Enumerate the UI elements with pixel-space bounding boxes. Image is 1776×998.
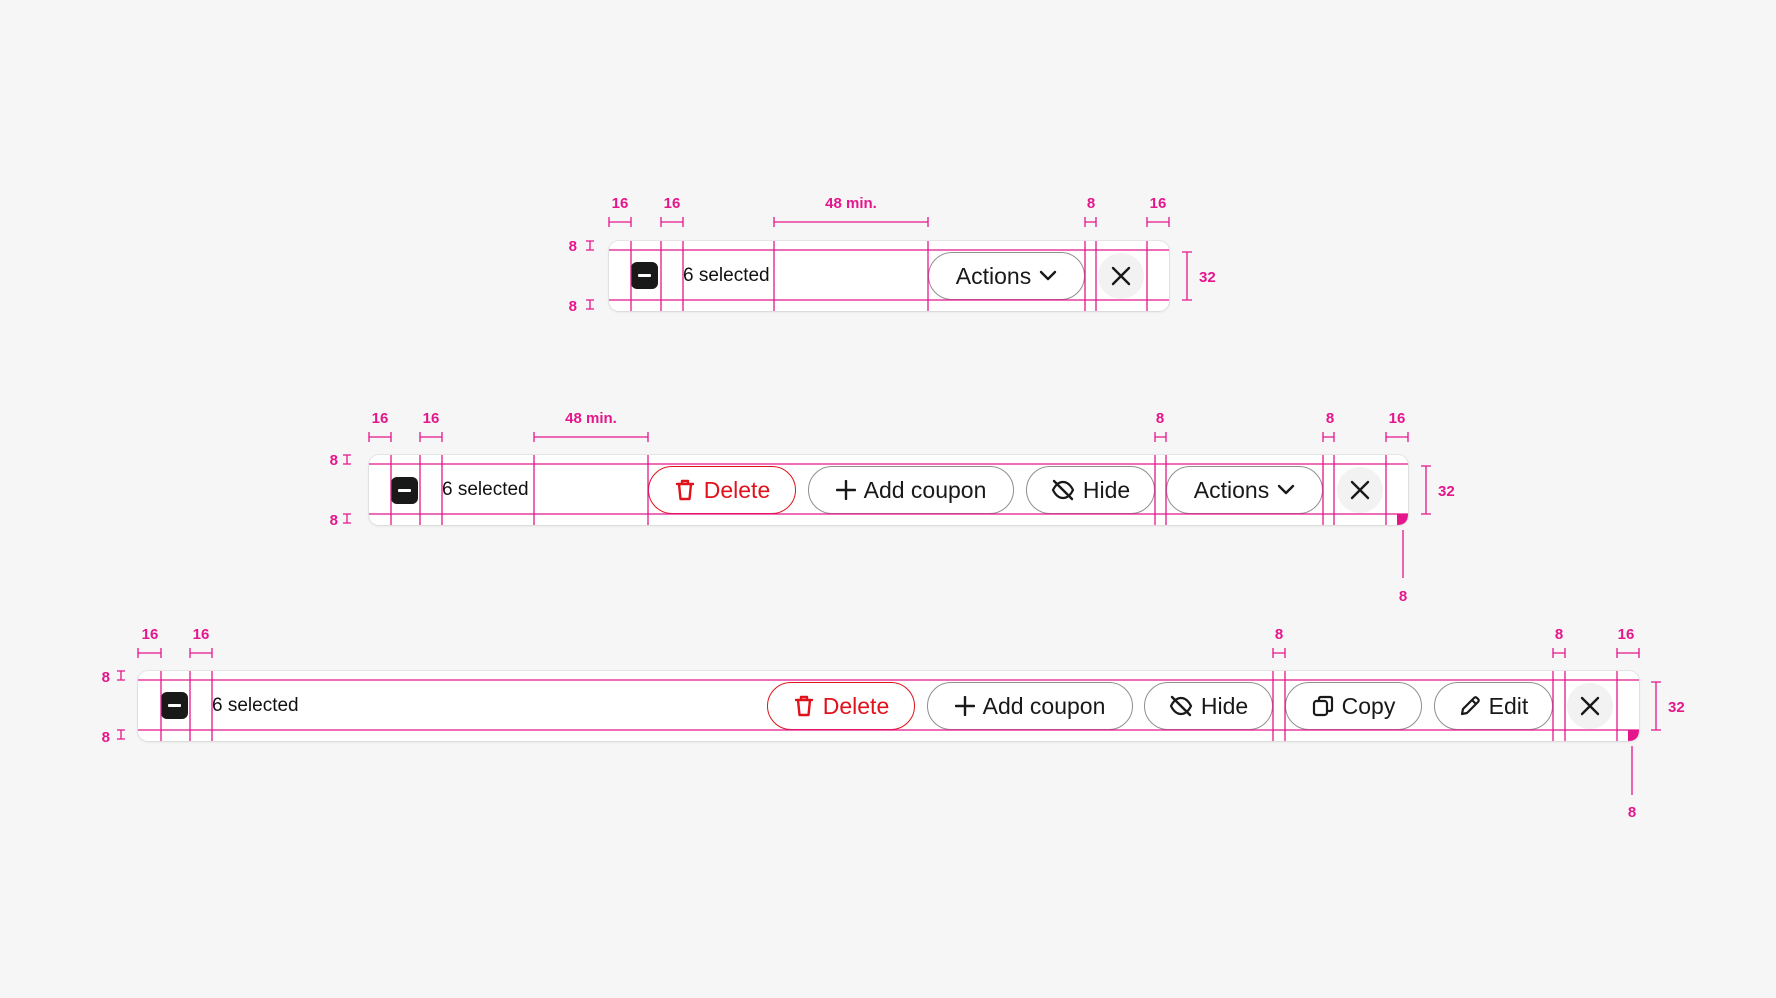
minus-checkbox-icon[interactable] — [161, 692, 188, 719]
dim-height: 32 — [1438, 483, 1455, 500]
dim-pad-bottom: 8 — [330, 512, 338, 529]
eye-off-icon — [1051, 479, 1075, 501]
dim-pad-right: 16 — [1389, 410, 1406, 427]
dim-pad-left: 16 — [142, 626, 159, 643]
actions-label: Actions — [1193, 476, 1270, 503]
dim-pad-left: 16 — [612, 195, 629, 212]
dim-pad-right: 16 — [1150, 195, 1167, 212]
actions-button[interactable]: Actions — [1166, 466, 1323, 514]
delete-label: Delete — [822, 692, 890, 719]
guides-bar-large — [117, 648, 1661, 795]
close-button[interactable] — [1098, 253, 1144, 299]
plus-icon — [835, 480, 856, 500]
close-button[interactable] — [1337, 467, 1383, 513]
dim-pad-top: 8 — [330, 452, 338, 469]
delete-label: Delete — [703, 476, 771, 503]
selected-count: 6 selected — [442, 479, 529, 500]
dim-gap-close: 8 — [1087, 195, 1095, 212]
close-icon — [1580, 696, 1600, 716]
hide-button[interactable]: Hide — [1144, 682, 1273, 730]
pencil-icon — [1460, 696, 1480, 716]
add-coupon-button[interactable]: Add coupon — [808, 466, 1014, 514]
close-icon — [1111, 266, 1131, 286]
copy-label: Copy — [1341, 692, 1396, 719]
delete-button[interactable]: Delete — [767, 682, 915, 730]
dim-min-space: 48 min. — [565, 410, 617, 427]
hide-button[interactable]: Hide — [1026, 466, 1155, 514]
actions-label: Actions — [955, 262, 1032, 289]
dim-corner-radius: 8 — [1628, 804, 1636, 821]
trash-icon — [794, 695, 813, 717]
minus-checkbox-icon[interactable] — [631, 262, 658, 289]
close-button[interactable] — [1567, 683, 1613, 729]
hide-label: Hide — [1200, 692, 1249, 719]
dim-height: 32 — [1668, 699, 1685, 716]
dim-pad-bottom: 8 — [569, 298, 577, 315]
close-icon — [1350, 480, 1370, 500]
dim-height: 32 — [1199, 269, 1216, 286]
dim-pad-top: 8 — [569, 238, 577, 255]
dim-gap-actions: 8 — [1156, 410, 1164, 427]
plus-icon — [954, 696, 975, 716]
copy-icon — [1312, 695, 1333, 717]
chevron-down-icon — [1040, 270, 1057, 281]
dim-gap-close: 8 — [1555, 626, 1563, 643]
dim-corner-radius: 8 — [1399, 588, 1407, 605]
add-coupon-label: Add coupon — [863, 476, 987, 503]
dim-min-space: 48 min. — [825, 195, 877, 212]
hide-label: Hide — [1082, 476, 1131, 503]
guides-bar-medium — [343, 432, 1431, 578]
dim-gap-close: 8 — [1326, 410, 1334, 427]
chevron-down-icon — [1278, 484, 1295, 495]
copy-button[interactable]: Copy — [1285, 682, 1422, 730]
dim-pad-bottom: 8 — [102, 729, 110, 746]
dim-gap-checkbox: 16 — [423, 410, 440, 427]
minus-checkbox-icon[interactable] — [391, 477, 418, 504]
dim-gap-checkbox: 16 — [664, 195, 681, 212]
selected-count: 6 selected — [683, 265, 770, 286]
edit-button[interactable]: Edit — [1434, 682, 1553, 730]
trash-icon — [675, 479, 694, 501]
dim-gap-group: 8 — [1275, 626, 1283, 643]
add-coupon-label: Add coupon — [982, 692, 1106, 719]
selected-count: 6 selected — [212, 695, 299, 716]
eye-off-icon — [1169, 695, 1193, 717]
add-coupon-button[interactable]: Add coupon — [927, 682, 1133, 730]
dim-pad-right: 16 — [1618, 626, 1635, 643]
dim-pad-top: 8 — [102, 669, 110, 686]
guides-bar-small — [586, 217, 1192, 311]
dim-pad-left: 16 — [372, 410, 389, 427]
dim-gap-checkbox: 16 — [193, 626, 210, 643]
delete-button[interactable]: Delete — [648, 466, 796, 514]
actions-button[interactable]: Actions — [928, 252, 1085, 300]
edit-label: Edit — [1488, 692, 1529, 719]
